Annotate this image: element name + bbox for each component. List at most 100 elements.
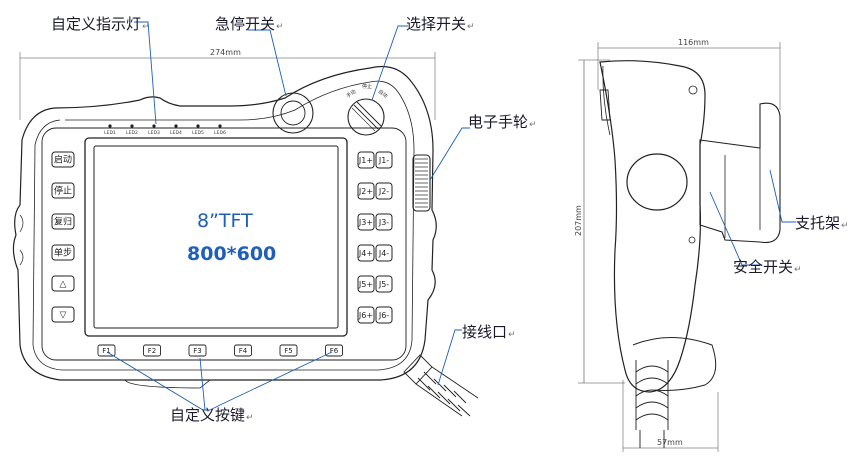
estop-button[interactable] — [272, 92, 314, 134]
leader-cable — [437, 329, 462, 386]
side-view — [578, 42, 781, 452]
callout-support-text: 支托架 — [795, 214, 841, 232]
function-key-F2[interactable]: F2 — [143, 344, 161, 357]
leader-selector — [371, 25, 408, 101]
left-button-1[interactable]: 启动 — [51, 151, 75, 168]
function-key-F5[interactable]: F5 — [279, 344, 298, 357]
left-button-3[interactable]: 复归 — [51, 213, 75, 230]
led-2: LED2 — [126, 124, 138, 136]
front-panel — [41, 127, 407, 361]
function-key-label: F1 — [102, 347, 110, 355]
side-base — [632, 337, 717, 391]
screen-resolution-text: 800*600 — [187, 243, 277, 265]
electronic-handwheel[interactable] — [412, 154, 431, 212]
callout-support: 支托架↵ — [795, 212, 849, 233]
function-key-F4[interactable]: F4 — [234, 344, 252, 357]
jog-button-label: J1- — [378, 156, 389, 165]
jog-button-label: J5- — [378, 280, 389, 289]
leader-estop — [248, 29, 287, 97]
led-3: LED3 — [148, 124, 160, 136]
selector-label: 自动 — [377, 88, 389, 99]
led-1: LED1 — [104, 124, 116, 136]
return-mark: ↵ — [142, 22, 150, 32]
function-key-label: F5 — [284, 347, 292, 355]
led-label: LED3 — [148, 130, 160, 136]
jog-button-J6+[interactable]: J6+ — [357, 306, 375, 324]
leader-safety — [709, 191, 762, 266]
callout-safety: 安全开关↵ — [733, 256, 802, 277]
left-button-label: 单步 — [54, 247, 72, 259]
left-button-6[interactable]: ▽ — [51, 306, 75, 323]
callout-custom-keys: 自定义按键↵ — [170, 404, 254, 425]
jog-button-label: J1+ — [358, 156, 373, 165]
callout-handwheel-text: 电子手轮 — [468, 113, 529, 131]
jog-button-label: J6- — [378, 311, 389, 320]
led-label: LED5 — [192, 130, 204, 136]
left-button-2[interactable]: 停止 — [51, 182, 75, 199]
led-label: LED2 — [126, 130, 138, 136]
callout-selector-text: 选择开关 — [406, 15, 467, 33]
left-button-label: 复归 — [54, 216, 72, 228]
left-button-4[interactable]: 单步 — [51, 244, 75, 261]
left-button-label: ▽ — [60, 311, 67, 321]
jog-button-J3+[interactable]: J3+ — [357, 213, 375, 231]
selector-label: 手动 — [345, 88, 357, 99]
base-width-dim: 57mm — [657, 438, 683, 447]
jog-button-label: J6+ — [358, 311, 373, 320]
left-button-label: △ — [60, 280, 67, 290]
jog-button-J5+[interactable]: J5+ — [357, 275, 375, 293]
selector-label: 停止 — [362, 83, 372, 90]
callout-led: 自定义指示灯↵ — [51, 13, 150, 34]
jog-button-J4-[interactable]: J4- — [375, 244, 393, 262]
return-mark: ↵ — [841, 221, 849, 231]
height-dim: 207mm — [574, 205, 583, 236]
screen-size-text: 8”TFT — [197, 210, 253, 232]
callout-handwheel: 电子手轮↵ — [468, 111, 537, 132]
callout-safety-text: 安全开关 — [733, 258, 794, 276]
return-mark: ↵ — [529, 120, 537, 130]
function-key-label: F2 — [148, 347, 156, 355]
callout-estop-text: 急停开关 — [215, 15, 276, 33]
callout-led-text: 自定义指示灯 — [51, 15, 142, 33]
callout-selector: 选择开关↵ — [406, 13, 475, 34]
leader-led — [134, 21, 157, 125]
front-width-dim: 274mm — [210, 48, 241, 57]
function-key-F3[interactable]: F3 — [188, 344, 207, 357]
leader-handwheel — [429, 127, 470, 181]
handwheel-side — [626, 153, 688, 211]
jog-button-J2+[interactable]: J2+ — [357, 182, 375, 200]
callout-cable: 接线口↵ — [462, 321, 516, 342]
led-label: LED1 — [104, 130, 116, 136]
jog-button-J1+[interactable]: J1+ — [357, 151, 375, 169]
jog-button-label: J3+ — [358, 218, 373, 227]
leader-lines — [106, 21, 796, 411]
tft-screen — [93, 145, 339, 329]
led-6: LED6 — [214, 124, 226, 136]
function-key-label: F3 — [193, 347, 201, 355]
jog-button-J2-[interactable]: J2- — [375, 182, 393, 200]
jog-button-grid: J1+ J1- J2+J2- J3+J3-J4+J4-J5+J5- J6+ J6- — [357, 151, 393, 324]
callout-cable-text: 接线口 — [462, 323, 508, 341]
function-key-F1[interactable]: F1 — [97, 344, 116, 357]
jog-button-J6-[interactable]: J6- — [375, 306, 393, 324]
callout-custom-keys-text: 自定义按键 — [170, 406, 246, 424]
selector-switch[interactable] — [347, 98, 385, 136]
leader-keys-3 — [209, 351, 333, 411]
jog-button-J1-[interactable]: J1- — [375, 151, 393, 169]
callout-estop: 急停开关↵ — [215, 13, 284, 34]
leader-keys-1 — [106, 351, 210, 411]
jog-button-J5-[interactable]: J5- — [375, 275, 393, 293]
left-button-5[interactable]: △ — [51, 275, 75, 292]
left-button-label: 停止 — [54, 185, 72, 197]
function-key-label: F4 — [239, 347, 248, 355]
jog-button-J4+[interactable]: J4+ — [357, 244, 375, 262]
return-mark: ↵ — [467, 22, 475, 32]
front-view — [12, 52, 479, 417]
return-mark: ↵ — [508, 330, 516, 340]
left-button-label: 启动 — [54, 154, 72, 166]
jog-button-J3-[interactable]: J3- — [375, 213, 393, 231]
return-mark: ↵ — [276, 22, 284, 32]
